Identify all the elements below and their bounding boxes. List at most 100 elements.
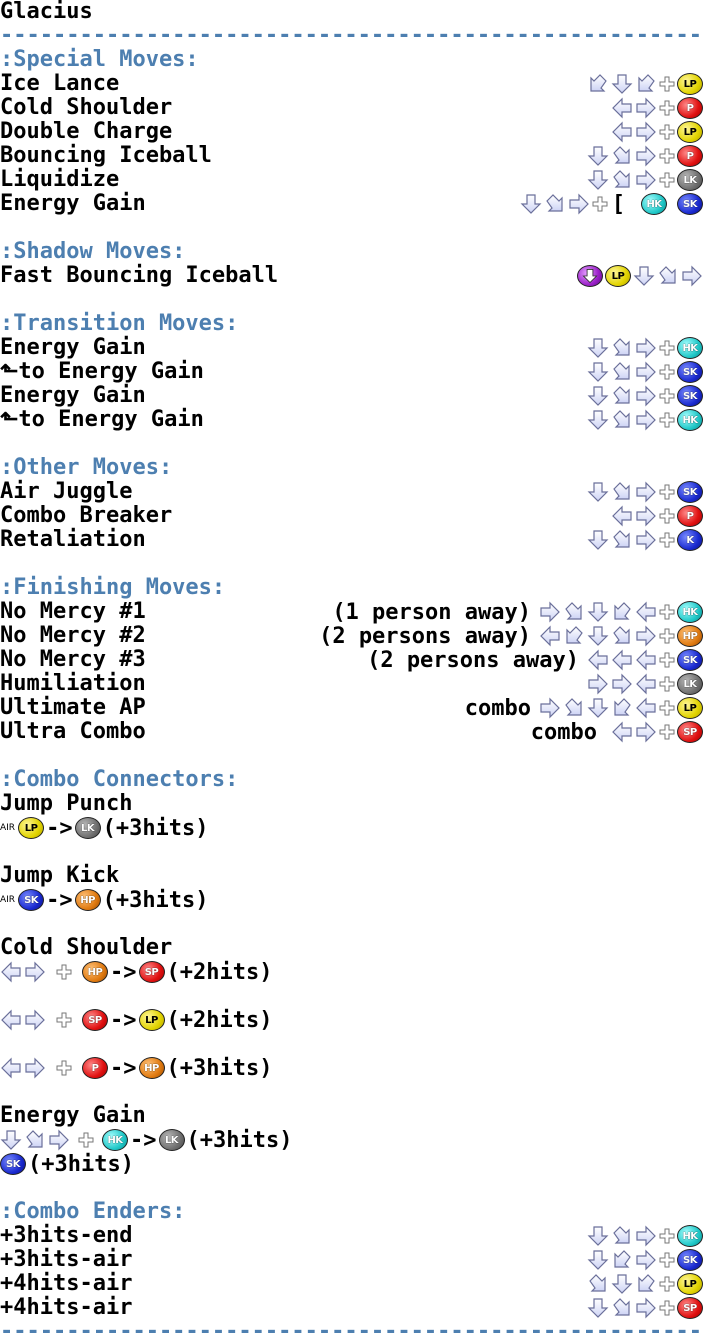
arrow-right-icon bbox=[635, 337, 657, 359]
move-input: LK bbox=[587, 168, 703, 192]
plus-icon bbox=[659, 1300, 675, 1316]
arrow-down-icon bbox=[587, 697, 609, 719]
move-input: SK bbox=[587, 1248, 703, 1272]
plus-icon bbox=[659, 1276, 675, 1292]
hk-button-icon: HK bbox=[102, 1129, 128, 1151]
move-name: Ultimate AP bbox=[0, 695, 146, 720]
move-input: HK bbox=[587, 336, 703, 360]
sk-button-icon: SK bbox=[677, 385, 703, 407]
move-input: SP bbox=[587, 1296, 703, 1320]
move-input: combo SP bbox=[531, 720, 703, 745]
connector-result: (+3hits) bbox=[102, 815, 209, 841]
hp-button-icon: HP bbox=[138, 1057, 165, 1079]
connector-name: Jump Kick bbox=[0, 863, 120, 888]
arrow-right-icon bbox=[587, 673, 609, 695]
arrow-left-icon bbox=[611, 97, 633, 119]
ender-name: +4hits-air bbox=[0, 1295, 133, 1320]
connector-sequence: P -> HP (+3hits) bbox=[0, 1055, 273, 1081]
p-button-icon: P bbox=[82, 1057, 108, 1079]
plus-icon bbox=[659, 508, 675, 524]
hk-button-icon: HK bbox=[677, 1225, 703, 1247]
plus-icon bbox=[659, 1252, 675, 1268]
sk-button-icon: SK bbox=[677, 649, 703, 671]
arrow-downright-icon bbox=[611, 337, 633, 359]
arrow-downleft-icon bbox=[611, 601, 633, 623]
plus-icon bbox=[659, 412, 675, 428]
sk-button-icon: SK bbox=[18, 889, 45, 911]
arrow-right-icon bbox=[635, 361, 657, 383]
arrow-downright-icon bbox=[563, 601, 585, 623]
arrow-downright-icon bbox=[611, 1225, 633, 1247]
hk-button-icon: HK bbox=[677, 601, 703, 623]
arrow-left-icon bbox=[539, 625, 561, 647]
connector-name: Energy Gain bbox=[0, 1103, 146, 1128]
arrow-downright-icon bbox=[563, 697, 585, 719]
move-input: LK bbox=[587, 672, 703, 696]
plus-icon bbox=[56, 1060, 72, 1076]
move-name: Energy Gain bbox=[0, 191, 146, 216]
p-button-icon: P bbox=[677, 97, 703, 119]
arrow-down-icon bbox=[633, 265, 655, 287]
arrow-downright-icon bbox=[611, 481, 633, 503]
arrow-right-icon bbox=[539, 601, 561, 623]
arrow-right-icon bbox=[611, 673, 633, 695]
arrow-right-icon bbox=[635, 1225, 657, 1247]
sk-button-icon: SK bbox=[677, 481, 703, 503]
p-button-icon: P bbox=[677, 145, 703, 167]
separator-top: ----------------------------------------… bbox=[0, 24, 705, 48]
plus-icon bbox=[56, 964, 72, 980]
plus-icon bbox=[659, 172, 675, 188]
k-button-icon: K bbox=[677, 529, 703, 551]
arrow-left-icon bbox=[0, 961, 22, 983]
arrow-down-icon bbox=[0, 1129, 22, 1151]
lp-button-icon: LP bbox=[677, 1273, 703, 1295]
move-name: Energy Gain bbox=[0, 335, 146, 360]
move-condition: (1 person away) bbox=[332, 599, 531, 625]
connector-arrow: -> bbox=[110, 959, 137, 985]
plus-icon bbox=[659, 148, 675, 164]
connector-sequence: AIR LP -> LK (+3hits) bbox=[0, 815, 209, 841]
arrow-downright-icon bbox=[611, 385, 633, 407]
plus-icon bbox=[659, 652, 675, 668]
move-input: [ HK SK bbox=[520, 191, 703, 217]
ender-name: +3hits-air bbox=[0, 1247, 133, 1272]
arrow-downright-icon bbox=[611, 361, 633, 383]
plus-icon bbox=[659, 388, 675, 404]
move-input: LP bbox=[611, 120, 703, 144]
section-header-shadow: :Shadow Moves: bbox=[0, 239, 186, 264]
move-input: K bbox=[587, 528, 703, 552]
hp-button-icon: HP bbox=[74, 889, 101, 911]
move-input: P bbox=[611, 96, 703, 120]
sp-button-icon: SP bbox=[677, 721, 703, 743]
arrow-right-icon bbox=[635, 409, 657, 431]
connector-sequence: HP -> SP (+2hits) bbox=[0, 959, 272, 985]
arrow-downright-icon bbox=[611, 169, 633, 191]
lp-button-icon: LP bbox=[677, 121, 703, 143]
arrow-down-icon bbox=[611, 1273, 633, 1295]
ender-name: +4hits-air bbox=[0, 1271, 133, 1296]
section-header-transition: :Transition Moves: bbox=[0, 311, 239, 336]
arrow-right-icon bbox=[48, 1129, 70, 1151]
arrow-right-icon bbox=[681, 265, 703, 287]
connector-result: (+3hits) bbox=[166, 1055, 273, 1081]
connector-name: Cold Shoulder bbox=[0, 935, 173, 960]
connector-sequence: HK -> LK (+3hits) bbox=[0, 1128, 292, 1153]
arrow-right-icon bbox=[635, 505, 657, 527]
arrow-left-icon bbox=[611, 121, 633, 143]
arrow-downright-icon bbox=[544, 193, 566, 215]
arrow-down-icon bbox=[587, 601, 609, 623]
connector-result: (+3hits) bbox=[28, 1151, 134, 1177]
arrow-down-icon bbox=[587, 1249, 609, 1271]
move-name: Ultra Combo bbox=[0, 719, 146, 744]
move-input: LP bbox=[587, 72, 703, 96]
bracket: [ bbox=[611, 191, 625, 217]
lp-button-icon: LP bbox=[605, 265, 631, 287]
lp-button-icon: LP bbox=[18, 817, 45, 839]
arrow-downleft-icon bbox=[587, 73, 609, 95]
plus-icon bbox=[659, 484, 675, 500]
connector-sequence: AIR SK -> HP (+3hits) bbox=[0, 888, 209, 913]
arrow-downleft-icon bbox=[611, 697, 633, 719]
section-header-finishing: :Finishing Moves: bbox=[0, 575, 226, 600]
move-name: ⬑to Energy Gain bbox=[0, 359, 204, 384]
plus-icon bbox=[659, 532, 675, 548]
